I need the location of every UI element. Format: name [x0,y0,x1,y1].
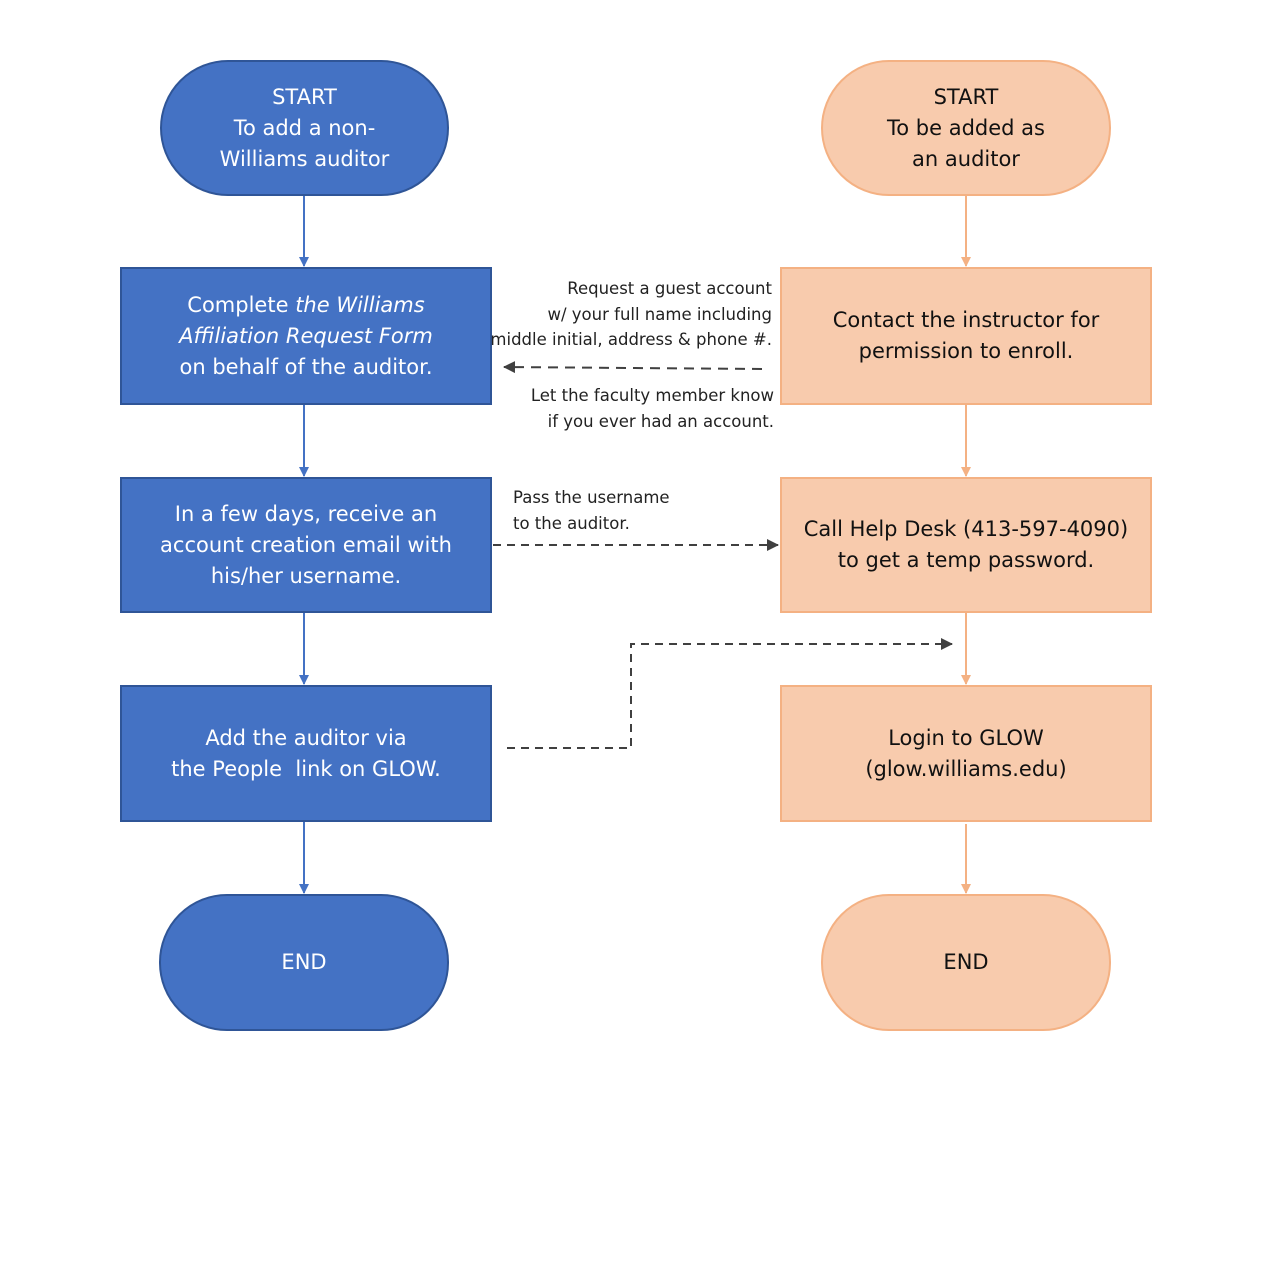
annotation-prior-line-2: if you ever had an account. [547,411,774,431]
left-step1-prefix: Complete [187,292,296,317]
right-step-call-help-desk: Call Help Desk (413-597-4090) to get a t… [780,477,1152,613]
right-step3-line-2: (glow.williams.edu) [865,756,1067,781]
right-step-contact-instructor: Contact the instructor for permission to… [780,267,1152,405]
annotation-pass-line-2: to the auditor. [513,513,630,533]
left-start-line-3: Williams auditor [219,146,390,171]
left-step1-line-1: Complete the Williams [187,290,424,321]
right-end-label: END [943,950,989,974]
left-step2-line-1: In a few days, receive an [174,501,438,526]
right-step2-line-2: to get a temp password. [837,548,1095,572]
annotation-prior-line-1: Let the faculty member know [530,386,774,405]
dashed-arrow-add-auditor-to-login [507,638,953,749]
left-step-affiliation-form: Complete the Williams Affiliation Reques… [120,267,492,405]
left-end-label: END [281,950,327,974]
left-step3-line-1: Add the auditor via [205,725,407,750]
annotation-request-guest-account: Request a guest account w/ your full nam… [490,276,772,353]
left-step1-italic-1: the Williams [295,292,425,317]
right-step3-line-1: Login to GLOW [888,725,1044,750]
right-start-line-2: To be added as [887,115,1045,140]
left-start-line-2: To add a non- [233,115,376,140]
right-step-login-glow: Login to GLOW (glow.williams.edu) [780,685,1152,822]
left-step1-line-2: Affiliation Request Form [179,323,433,348]
left-step-add-auditor: Add the auditor via the People link on G… [120,685,492,822]
right-end-terminal: END [821,894,1111,1031]
left-step2-line-2: account creation email with [160,532,452,557]
left-step2-line-3: his/her username. [210,563,402,588]
annotation-request-line-1: Request a guest account [567,279,772,298]
right-step1-line-1: Contact the instructor for [832,308,1100,332]
left-end-terminal: END [159,894,449,1031]
left-step-receive-email: In a few days, receive an account creati… [120,477,492,613]
left-step3-line-2: the People link on GLOW. [171,756,441,781]
right-start-line-1: START [933,84,999,109]
annotation-pass-username: Pass the username to the auditor. [513,485,670,536]
annotation-pass-line-1: Pass the username [513,488,670,507]
left-step1-line-3: on behalf of the auditor. [179,354,433,379]
annotation-request-line-3: middle initial, address & phone #. [490,330,772,349]
right-start-terminal: START To be added as an auditor [821,60,1111,196]
right-start-line-3: an auditor [912,146,1020,171]
annotation-prior-account: Let the faculty member know if you ever … [531,383,774,434]
dashed-arrow-request-to-left [503,361,763,374]
annotation-request-line-2: w/ your full name including [547,304,772,324]
left-start-terminal: START To add a non- Williams auditor [160,60,449,196]
right-step2-line-1: Call Help Desk (413-597-4090) [803,517,1129,541]
left-start-line-1: START [272,84,337,109]
right-step1-line-2: permission to enroll. [858,339,1074,363]
